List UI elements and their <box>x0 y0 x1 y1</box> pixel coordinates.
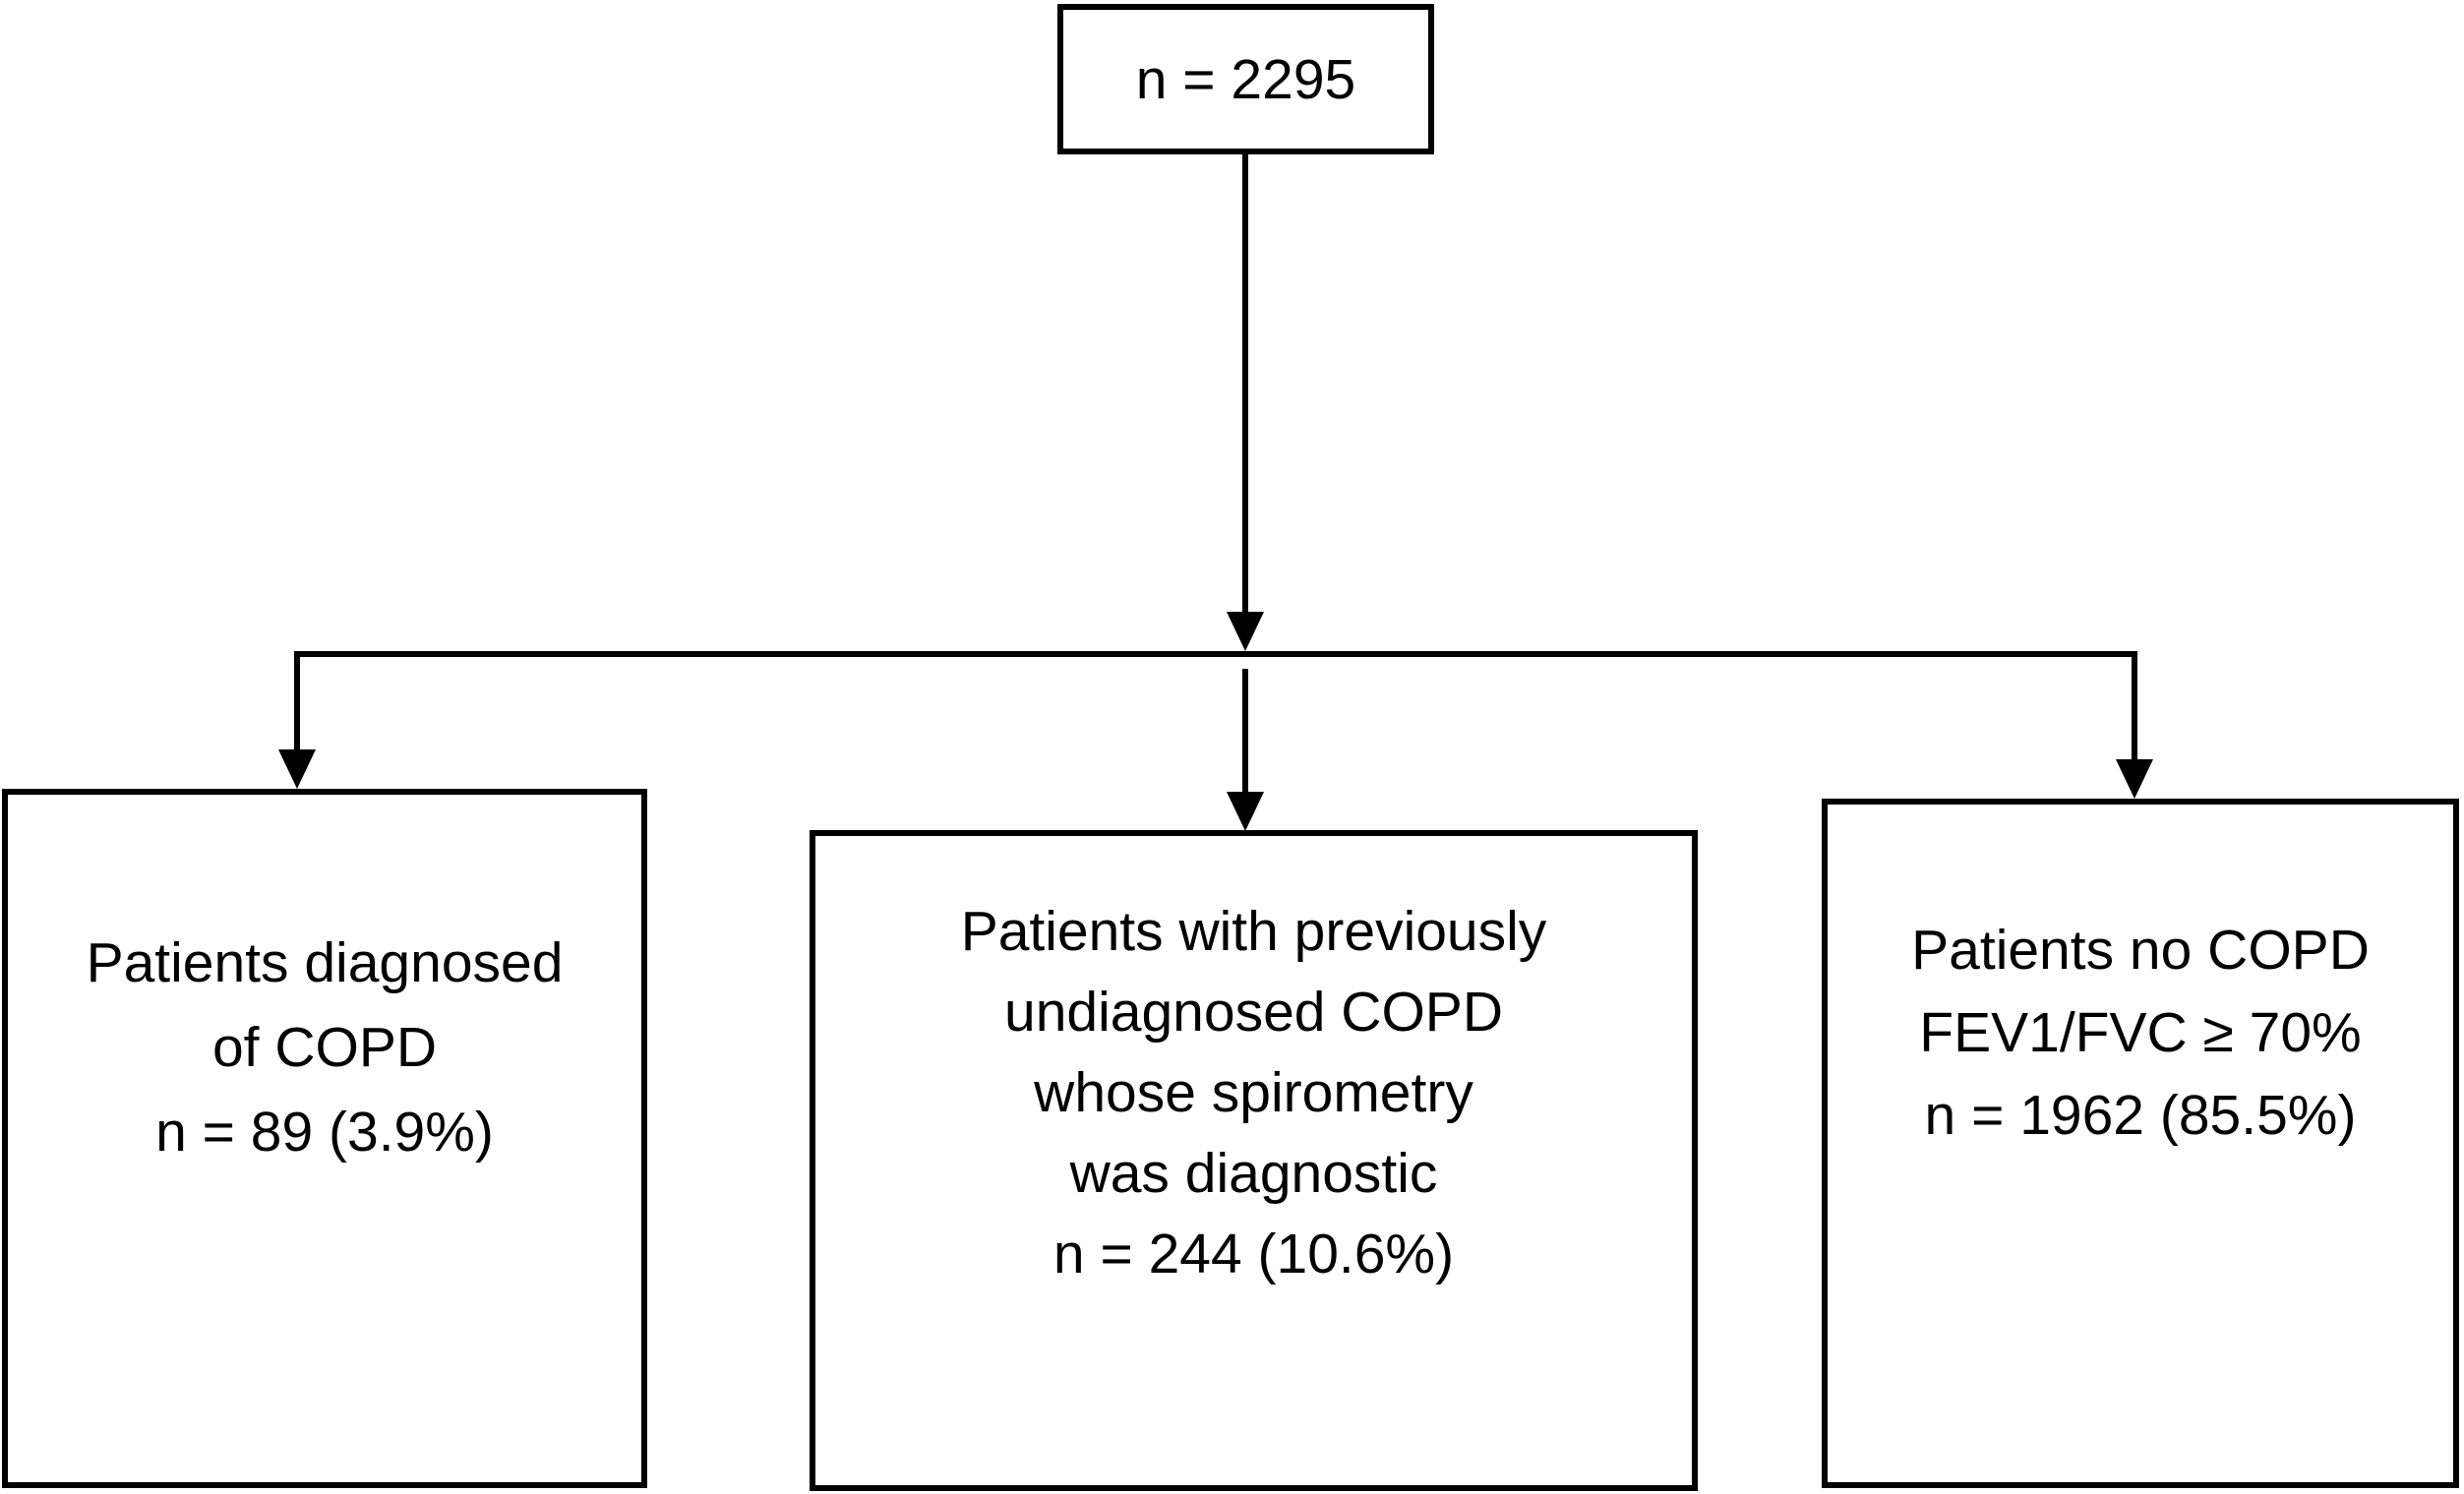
box-text-line: n = 1962 (85.5%) <box>1924 1084 2357 1147</box>
box-text-line: n = 89 (3.9%) <box>155 1101 494 1164</box>
connector-arrowhead-down <box>1227 612 1264 651</box>
connector-arrowhead-down <box>2116 759 2153 799</box>
connector-stem-line <box>1242 154 1248 612</box>
box-text-line: Patients diagnosed <box>86 931 564 994</box>
connector-arrowhead-down <box>1227 792 1264 831</box>
branch-box-no-copd: Patients no COPD FEV1/FVC ≥ 70% n = 1962… <box>1822 799 2459 1488</box>
box-text-line: n = 244 (10.6%) <box>1052 1223 1455 1285</box>
box-text-line: Patients with previously <box>960 900 1547 963</box>
box-text-line: undiagnosed COPD <box>1004 981 1503 1044</box>
connector-center-drop-line <box>1242 669 1248 794</box>
box-text-line: FEV1/FVC ≥ 70% <box>1919 1001 2362 1064</box>
branch-box-text: Patients no COPD FEV1/FVC ≥ 70% n = 1962… <box>1828 909 2453 1157</box>
root-box-label: n = 2295 <box>1135 47 1356 111</box>
branch-box-text: Patients with previously undiagnosed COP… <box>815 891 1692 1294</box>
connector-arrowhead-down <box>278 749 316 789</box>
branch-box-undiagnosed-copd: Patients with previously undiagnosed COP… <box>810 830 1698 1491</box>
connector-right-drop-line <box>2132 651 2137 761</box>
branch-box-diagnosed-copd: Patients diagnosed of COPD n = 89 (3.9%) <box>2 789 647 1488</box>
branch-box-text: Patients diagnosed of COPD n = 89 (3.9%) <box>8 921 641 1174</box>
box-text-line: of COPD <box>211 1016 438 1079</box>
box-text-line: whose spirometry <box>1034 1061 1473 1124</box>
box-text-line: was diagnostic <box>1069 1142 1438 1205</box>
connector-left-drop-line <box>294 651 300 751</box>
box-text-line: Patients no COPD <box>1911 919 2370 982</box>
root-box: n = 2295 <box>1057 4 1434 154</box>
connector-horizontal-line <box>294 651 2137 657</box>
